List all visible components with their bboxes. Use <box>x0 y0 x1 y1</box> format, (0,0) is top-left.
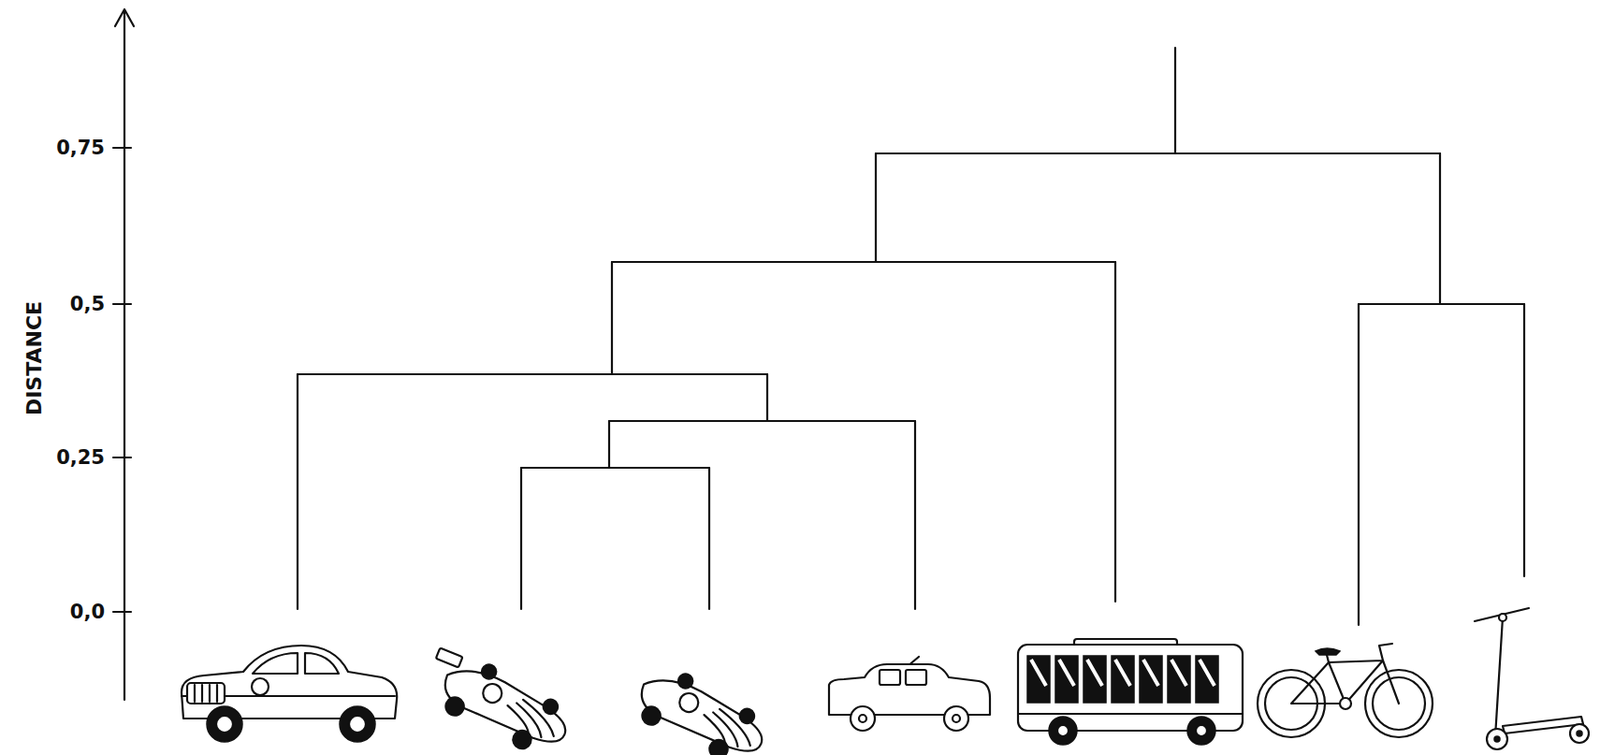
taxi-car <box>829 656 990 731</box>
axis-title: DISTANCE <box>24 300 45 415</box>
bicycle <box>1257 643 1433 738</box>
kick-scooter <box>1474 608 1589 750</box>
race-car <box>416 644 579 755</box>
bus-windows <box>1027 655 1219 703</box>
bus <box>1018 639 1243 745</box>
tick-label: 0,0 <box>70 602 105 623</box>
race-car <box>628 660 776 755</box>
classic-car <box>181 645 397 742</box>
tick-label: 0,25 <box>56 448 105 468</box>
distance-axis <box>113 9 134 700</box>
tick-label: 0,5 <box>70 294 105 315</box>
dendrogram-links <box>297 47 1525 626</box>
tick-label: 0,75 <box>56 138 105 159</box>
